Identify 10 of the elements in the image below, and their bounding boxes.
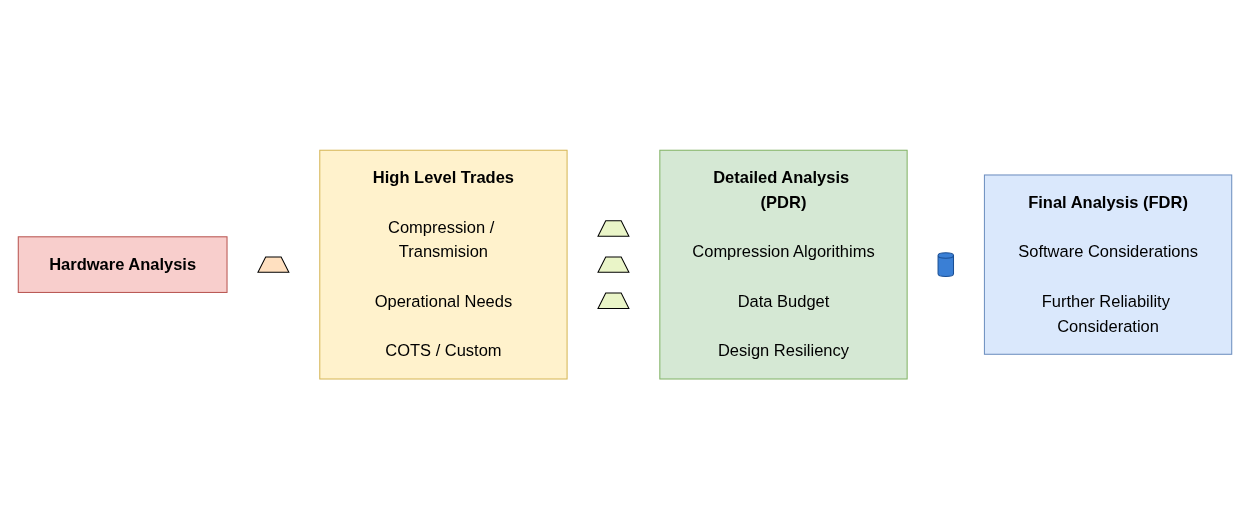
node-cone — [597, 292, 630, 309]
node-box — [983, 174, 1233, 355]
node-cone — [597, 220, 630, 237]
node-cylinder — [937, 252, 955, 277]
node-box — [319, 149, 568, 380]
node-cone — [257, 256, 290, 273]
diagram-drawing: Hardware Analysis High Level Trades Compression / Transmision Operational Needs COTS / Custom Detailed Analysis (PDR) Compression Algorithims Data Budget Design Resiliency Final Analysis (FDR) Software Considerations Further Reliability Consideration — [10, 141, 1240, 388]
node-cone — [597, 256, 630, 273]
node-box — [659, 149, 908, 380]
node-box — [17, 236, 228, 293]
